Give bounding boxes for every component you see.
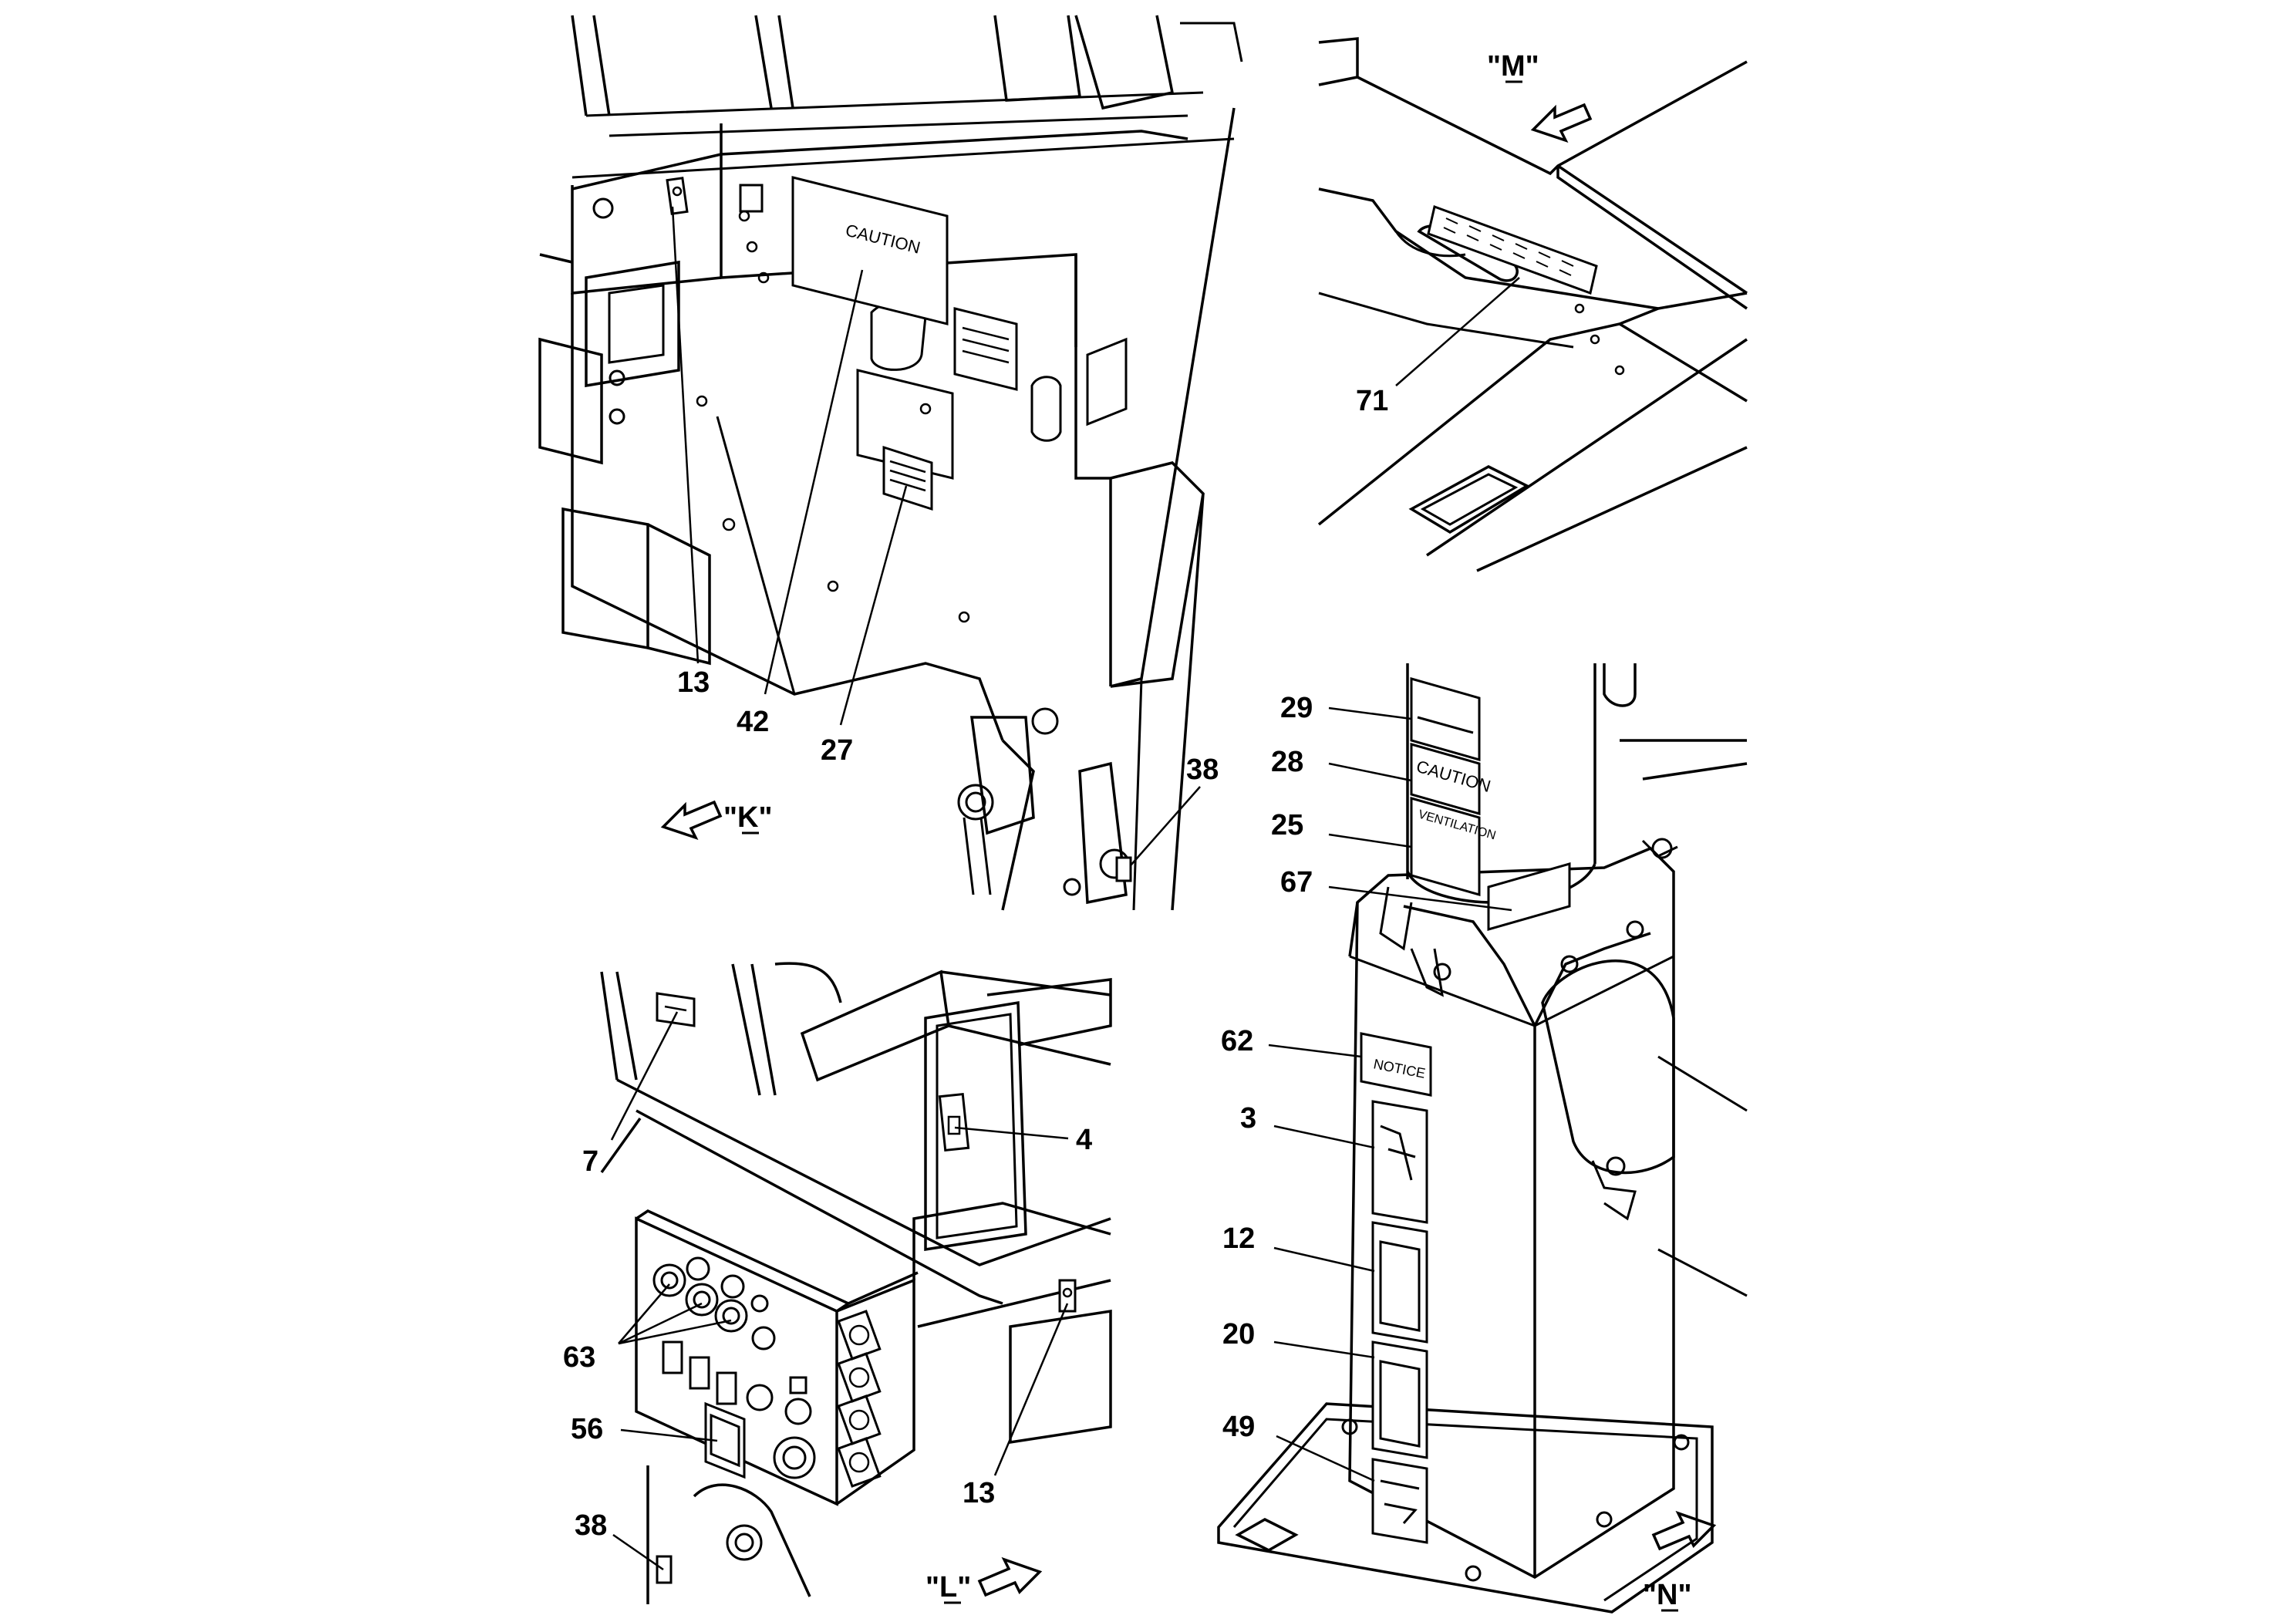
decal-7	[656, 992, 696, 1027]
view-m-label: "M"	[1487, 50, 1539, 83]
view-n-label: "N"	[1643, 1579, 1691, 1611]
callout-20: 20	[1222, 1318, 1255, 1351]
decal-56	[704, 1401, 746, 1479]
callout-3: 3	[1240, 1102, 1256, 1135]
view-k-label: "K"	[723, 801, 772, 834]
callout-67: 67	[1280, 866, 1313, 899]
callout-4: 4	[1076, 1124, 1092, 1156]
callout-13-l: 13	[963, 1477, 995, 1509]
decal-12	[1371, 1221, 1428, 1344]
callout-13-k: 13	[677, 666, 710, 699]
decal-27	[882, 445, 933, 511]
decal-20	[1371, 1340, 1428, 1459]
decal-62	[1360, 1032, 1432, 1097]
callout-71: 71	[1356, 385, 1388, 417]
decal-67	[1487, 862, 1571, 931]
callout-12: 12	[1222, 1222, 1255, 1255]
view-l-arrow	[977, 1556, 1043, 1597]
view-m-panel: 71 "M"	[1317, 37, 1748, 572]
view-k-panel: CAUTION 13 42 27 38 "K"	[538, 15, 1243, 911]
view-n-arrow	[1651, 1510, 1717, 1551]
callout-49: 49	[1222, 1411, 1255, 1443]
decal-4	[938, 1092, 970, 1152]
callout-56: 56	[571, 1413, 603, 1445]
decal-38-l	[656, 1555, 673, 1584]
view-m-arrow	[1530, 103, 1593, 143]
decal-29	[1410, 677, 1481, 761]
decal-49	[1371, 1458, 1428, 1544]
callout-25: 25	[1271, 809, 1303, 841]
view-l-label: "L"	[925, 1571, 971, 1603]
view-l-panel: 7 4 63 56 13 38 "L"	[563, 962, 1112, 1604]
callout-27: 27	[821, 734, 853, 767]
callout-38-l: 38	[575, 1509, 607, 1542]
callout-62: 62	[1221, 1025, 1253, 1057]
callout-7: 7	[582, 1145, 598, 1178]
callout-28: 28	[1271, 746, 1303, 778]
callout-42: 42	[737, 706, 769, 738]
decal-28	[1410, 743, 1481, 815]
decal-3	[1371, 1100, 1428, 1224]
decal-71	[1427, 205, 1598, 295]
view-n-panel: CAUTION VENTILATION NOTICE 29 28 25 67 6…	[1217, 663, 1748, 1614]
view-k-arrow	[660, 800, 723, 840]
caution-decal-42	[791, 176, 949, 325]
callout-63: 63	[563, 1341, 595, 1374]
decal-38-k	[1115, 856, 1132, 882]
callout-38-k: 38	[1186, 754, 1219, 786]
callout-29: 29	[1280, 692, 1313, 724]
decal-25	[1410, 797, 1481, 896]
